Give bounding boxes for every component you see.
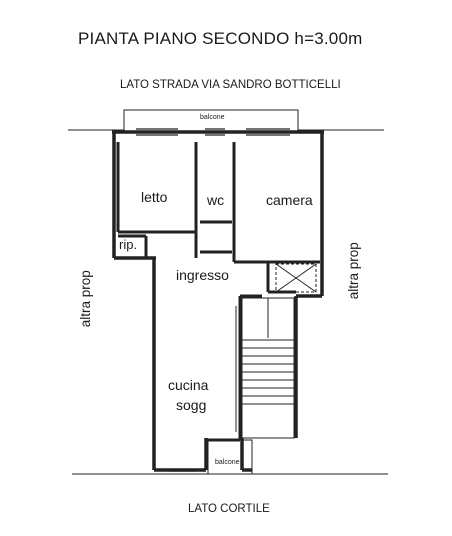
top-balcony-label: balcone: [200, 114, 225, 121]
room-camera: camera: [266, 192, 313, 208]
room-letto: letto: [141, 189, 168, 205]
right-neighbor-label: altra prop: [345, 242, 361, 300]
street-side-label: LATO STRADA VIA SANDRO BOTTICELLI: [120, 79, 341, 91]
left-neighbor-label: altra prop: [77, 270, 93, 328]
shaft: [275, 263, 317, 293]
outer-walls: [112, 130, 324, 472]
bottom-balcony-label: balcone: [215, 459, 240, 466]
courtyard-side-label: LATO CORTILE: [188, 503, 270, 515]
stair-steps: [242, 339, 294, 405]
room-wc: wc: [207, 192, 225, 208]
interior-walls: [116, 142, 320, 442]
shaft-cross-b: [275, 263, 317, 293]
room-cucina: cucina: [168, 377, 209, 393]
room-ingresso: ingresso: [176, 267, 229, 283]
plan-title: PIANTA PIANO SECONDO h=3.00m: [78, 29, 363, 48]
room-sogg: sogg: [176, 397, 207, 413]
street-windows: [136, 128, 290, 136]
room-rip: rip.: [119, 237, 138, 252]
